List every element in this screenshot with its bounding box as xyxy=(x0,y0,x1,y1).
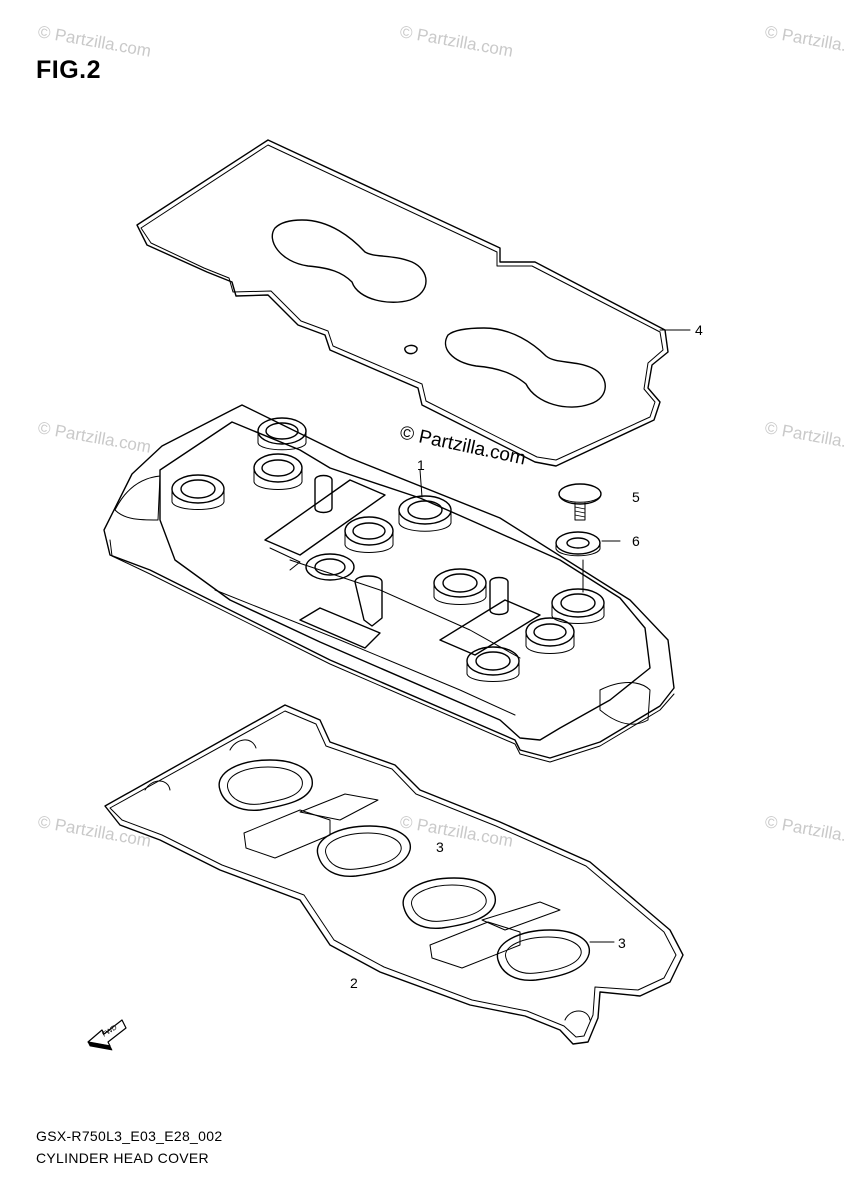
lower-gasket xyxy=(104,704,684,1045)
callout-5: 5 xyxy=(632,489,640,505)
callout-3-b: 3 xyxy=(618,935,626,951)
diagram-caption: CYLINDER HEAD COVER xyxy=(36,1150,209,1166)
callout-1: 1 xyxy=(417,457,425,473)
upper-gasket xyxy=(136,139,669,467)
callout-6: 6 xyxy=(632,533,640,549)
figure-title: FIG.2 xyxy=(36,56,102,84)
washer xyxy=(555,531,601,557)
cylinder-head-cover xyxy=(103,404,675,763)
fwd-arrow-icon xyxy=(87,1019,127,1051)
cover-grommets xyxy=(171,417,605,682)
callout-4: 4 xyxy=(695,322,703,338)
plug-hole-seals xyxy=(218,759,590,981)
callout-2: 2 xyxy=(350,975,358,991)
callout-3-a: 3 xyxy=(436,839,444,855)
diagram-code: GSX-R750L3_E03_E28_002 xyxy=(36,1128,223,1144)
bolt xyxy=(558,483,602,521)
